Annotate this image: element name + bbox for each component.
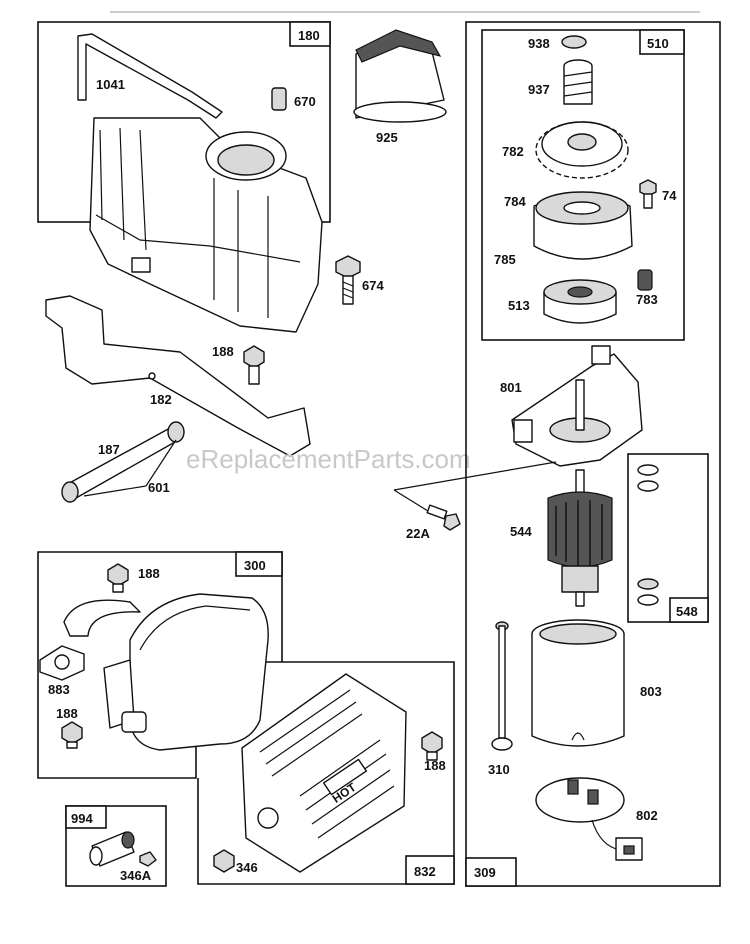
label-994: 994 — [71, 811, 93, 826]
part-187-hose — [61, 421, 185, 503]
part-74-screw — [639, 179, 657, 209]
label-510: 510 — [647, 36, 669, 51]
label-188c: 188 — [56, 706, 78, 721]
label-801: 801 — [500, 380, 522, 395]
label-513: 513 — [508, 298, 530, 313]
label-182: 182 — [150, 392, 172, 407]
part-182-bracket — [45, 295, 311, 457]
part-994-terminal — [89, 831, 135, 867]
part-346-bolt — [213, 849, 235, 873]
label-22A: 22A — [406, 526, 430, 541]
label-310: 310 — [488, 762, 510, 777]
box-309 — [465, 21, 721, 887]
box-548 — [627, 453, 709, 623]
part-938 — [561, 35, 587, 49]
part-803-housing — [531, 619, 625, 747]
part-937-spring — [563, 59, 593, 105]
part-1041-strap — [77, 33, 223, 119]
part-832-guard: HOT — [241, 673, 407, 873]
label-188d: 188 — [424, 758, 446, 773]
bracket-hole — [148, 372, 156, 380]
part-muffler — [103, 593, 269, 751]
part-801-endcap — [511, 345, 643, 467]
part-fuel-tank — [89, 117, 323, 333]
label-784: 784 — [504, 194, 526, 209]
label-670: 670 — [294, 94, 316, 109]
label-601: 601 — [148, 480, 170, 495]
label-346A: 346A — [120, 868, 152, 883]
label-937: 937 — [528, 82, 550, 97]
box-994 — [65, 805, 167, 887]
part-22A-screw — [426, 504, 461, 531]
washer-1 — [637, 464, 659, 476]
box-510 — [481, 29, 685, 341]
part-674-bolt — [335, 255, 361, 305]
label-803: 803 — [640, 684, 662, 699]
part-exhaust-pipe — [63, 599, 141, 637]
label-74: 74 — [662, 188, 677, 203]
label-785: 785 — [494, 252, 516, 267]
label-188b: 188 — [138, 566, 160, 581]
part-670 — [271, 87, 287, 111]
tag-994 — [65, 805, 107, 829]
label-188a: 188 — [212, 344, 234, 359]
label-180: 180 — [298, 28, 320, 43]
part-513-clutch — [543, 279, 617, 324]
leader-601 — [83, 439, 177, 497]
part-188c-bolt — [61, 721, 83, 749]
tag-309 — [465, 857, 517, 887]
tag-832 — [405, 855, 455, 885]
watermark: eReplacementParts.com — [186, 444, 471, 474]
part-883-gasket — [39, 645, 85, 681]
part-925-cap — [353, 29, 447, 123]
label-782: 782 — [502, 144, 524, 159]
label-783: 783 — [636, 292, 658, 307]
label-674: 674 — [362, 278, 384, 293]
part-802-brushplate — [535, 777, 643, 861]
part-544-armature — [547, 469, 613, 607]
label-544: 544 — [510, 524, 532, 539]
label-832: 832 — [414, 864, 436, 879]
label-802: 802 — [636, 808, 658, 823]
washer-2 — [637, 480, 659, 492]
label-187: 187 — [98, 442, 120, 457]
label-309: 309 — [474, 865, 496, 880]
label-883: 883 — [48, 682, 70, 697]
label-346: 346 — [236, 860, 258, 875]
label-938: 938 — [528, 36, 550, 51]
washer-4 — [637, 594, 659, 606]
tag-300 — [235, 551, 283, 577]
part-784-housing — [533, 191, 633, 260]
tag-510 — [639, 29, 685, 55]
part-310-bolt — [491, 621, 513, 751]
label-925: 925 — [376, 130, 398, 145]
part-346A-bolt — [139, 851, 157, 867]
washer-3 — [637, 578, 659, 590]
tag-548 — [669, 597, 709, 623]
tag-180 — [289, 21, 331, 47]
part-188b-bolt — [107, 563, 129, 593]
part-782-gear — [535, 121, 629, 179]
part-188d-bolt — [421, 731, 443, 761]
label-300: 300 — [244, 558, 266, 573]
part-783 — [637, 269, 653, 291]
label-1041: 1041 — [96, 77, 125, 92]
label-548: 548 — [676, 604, 698, 619]
part-188a-bolt — [243, 345, 265, 385]
